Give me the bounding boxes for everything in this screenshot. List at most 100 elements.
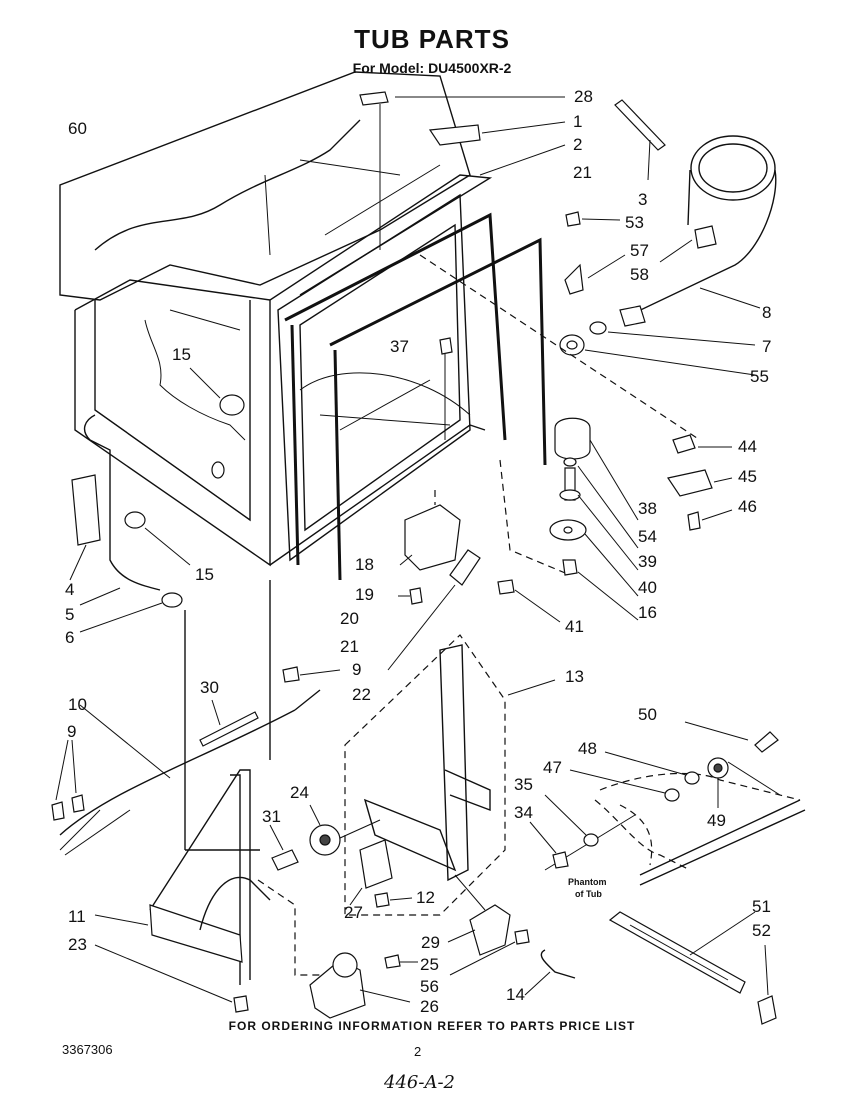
callout-45: 45 (738, 467, 757, 486)
callout-7: 7 (762, 337, 771, 356)
callout-41: 41 (565, 617, 584, 636)
callout-47: 47 (543, 758, 562, 777)
callout-18: 18 (355, 555, 374, 574)
door-gasket-frame (284, 212, 547, 581)
part-11-arm (94, 769, 271, 985)
part-48-washer (604, 751, 700, 785)
callout-46: 46 (738, 497, 757, 516)
dashed-guide-26 (257, 879, 320, 976)
callout-54: 54 (638, 527, 657, 546)
part-14-hook (524, 949, 576, 996)
callout-58: 58 (630, 265, 649, 284)
callout-37: 37 (390, 337, 409, 356)
callout-4: 4 (65, 580, 74, 599)
ordering-note: FOR ORDERING INFORMATION REFER TO PARTS … (228, 1019, 636, 1033)
part-10-rod (59, 689, 321, 836)
document-number: 3367306 (62, 1042, 113, 1057)
part-58-connector (659, 225, 717, 263)
callout-55: 55 (750, 367, 769, 386)
part-13-hinge-assembly (344, 634, 556, 916)
page-title: TUB PARTS (354, 24, 510, 54)
part-28-bracket (447, 874, 511, 956)
part-7-washer (589, 321, 756, 346)
part-9-screws-left (51, 739, 131, 856)
part-22-switch (387, 549, 481, 671)
callout-51: 51 (752, 897, 771, 916)
callout-27: 27 (344, 903, 363, 922)
callout-40: 40 (638, 578, 657, 597)
leader-2 (479, 144, 566, 176)
part-37-screw (439, 337, 453, 440)
dashed-guide-44 (419, 254, 701, 441)
part-53-screw (565, 211, 621, 227)
callout-21-bottom: 21 (340, 637, 359, 656)
callout-49: 49 (707, 811, 726, 830)
part-8-hose (619, 135, 777, 327)
part-12-screw (374, 892, 413, 908)
callout-5: 5 (65, 605, 74, 624)
part-56-screw (449, 929, 530, 976)
part-19-screw (398, 587, 423, 605)
part-38-cap (554, 417, 639, 521)
phantom-label-line1: Phantom (568, 877, 607, 887)
part-55-grommet (559, 334, 756, 376)
callout-14: 14 (506, 985, 525, 1004)
callout-28: 29 (421, 933, 440, 952)
callout-20: 20 (340, 609, 359, 628)
part-15-nut (189, 367, 245, 416)
part-27-bracket (349, 839, 393, 906)
part-29-strip (199, 699, 259, 747)
part-4-clip (69, 474, 101, 581)
part-30-clip (359, 91, 565, 250)
callout-24: 24 (290, 783, 309, 802)
part-45-bracket (667, 469, 733, 497)
part-9-screw-top (282, 666, 341, 683)
callout-44: 44 (738, 437, 757, 456)
callout-25: 25 (420, 955, 439, 974)
callout-48: 48 (578, 739, 597, 758)
part-31-bolt (269, 824, 299, 871)
callout-9-left: 9 (67, 722, 76, 741)
part-18-bracket (399, 490, 461, 571)
part-6-clamp (79, 592, 183, 633)
dashed-guide-17 (499, 459, 571, 576)
callout-2: 2 (573, 135, 582, 154)
part-49-roller (707, 757, 781, 808)
callout-31: 31 (262, 807, 281, 826)
part-1-bracket (428, 121, 566, 146)
callout-9-top: 9 (352, 660, 361, 679)
part-57-clip (564, 254, 626, 295)
part-3-strip (614, 99, 666, 181)
model-subtitle: For Model: DU4500XR-2 (352, 60, 512, 76)
callout-13: 13 (565, 667, 584, 686)
callout-6: 6 (65, 628, 74, 647)
part-16-grommet (124, 461, 225, 566)
callout-19: 19 (355, 585, 374, 604)
callout-30: 28 (574, 87, 593, 106)
handwritten-note: 446-A-2 (384, 1072, 455, 1093)
part-23-screw (94, 944, 249, 1013)
callout-17: 16 (638, 603, 657, 622)
callout-56: 56 (420, 977, 439, 996)
callout-34: 34 (514, 803, 533, 822)
callout-23: 23 (68, 935, 87, 954)
part-47-washer (569, 769, 680, 802)
callout-38: 38 (638, 499, 657, 518)
callout-16: 15 (195, 565, 214, 584)
callout-35: 35 (514, 775, 533, 794)
callout-8: 8 (762, 303, 771, 322)
part-51-rail (608, 911, 756, 994)
callout-52: 52 (752, 921, 771, 940)
part-50-bolt (684, 721, 779, 753)
phantom-label-line2: of Tub (575, 889, 602, 899)
callout-57: 57 (630, 241, 649, 260)
page-number: 2 (414, 1044, 422, 1059)
part-17-nut (562, 559, 639, 621)
part-34-nut (529, 821, 569, 869)
callout-11: 11 (68, 907, 86, 926)
tub-body (74, 174, 493, 567)
part-5-wire (79, 414, 161, 606)
part-24-gear (309, 804, 381, 856)
